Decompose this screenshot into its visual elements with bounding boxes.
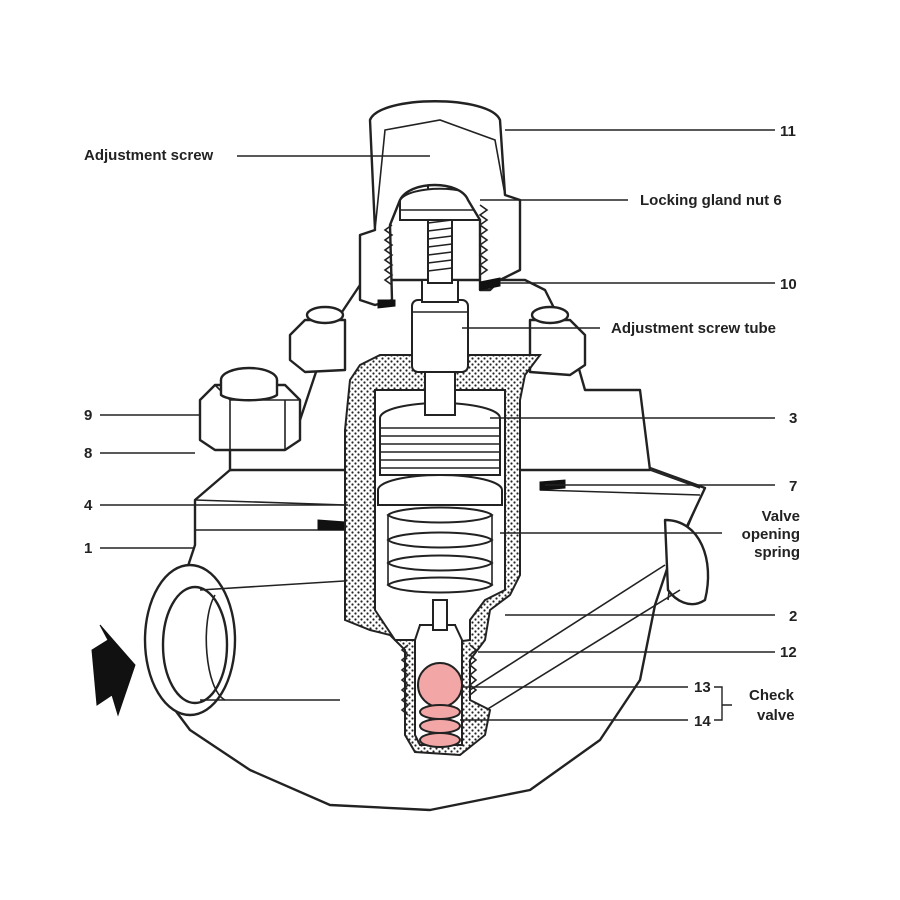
label-valve-opening-spring-3: spring xyxy=(754,544,800,561)
bellows xyxy=(377,402,503,506)
label-13: 13 xyxy=(694,679,711,696)
check-valve xyxy=(400,644,478,748)
leader-lines xyxy=(100,129,775,721)
label-check-valve-2: valve xyxy=(757,707,795,724)
label-9: 9 xyxy=(84,407,92,424)
label-adjustment-screw-tube: Adjustment screw tube xyxy=(611,320,776,337)
label-14: 14 xyxy=(694,713,711,730)
label-valve-opening-spring-1: Valve xyxy=(762,508,800,525)
check-valve-ball xyxy=(417,662,463,708)
label-7: 7 xyxy=(789,478,797,495)
flow-arrow-icon xyxy=(91,624,136,717)
label-2: 2 xyxy=(789,608,797,625)
label-1: 1 xyxy=(84,540,92,557)
label-3: 3 xyxy=(789,410,797,427)
label-4: 4 xyxy=(84,497,93,514)
label-8: 8 xyxy=(84,445,92,462)
label-valve-opening-spring-2: opening xyxy=(742,526,800,543)
label-locking-gland-nut: Locking gland nut 6 xyxy=(640,192,782,209)
cap xyxy=(358,100,522,309)
label-11: 11 xyxy=(780,123,796,140)
label-12: 12 xyxy=(780,644,797,661)
labels: Adjustment screw 11 Locking gland nut 6 … xyxy=(84,123,800,730)
label-10: 10 xyxy=(780,276,797,293)
label-adjustment-screw: Adjustment screw xyxy=(84,147,214,164)
valve-opening-spring xyxy=(386,506,494,594)
label-check-valve-1: Check xyxy=(749,687,795,704)
